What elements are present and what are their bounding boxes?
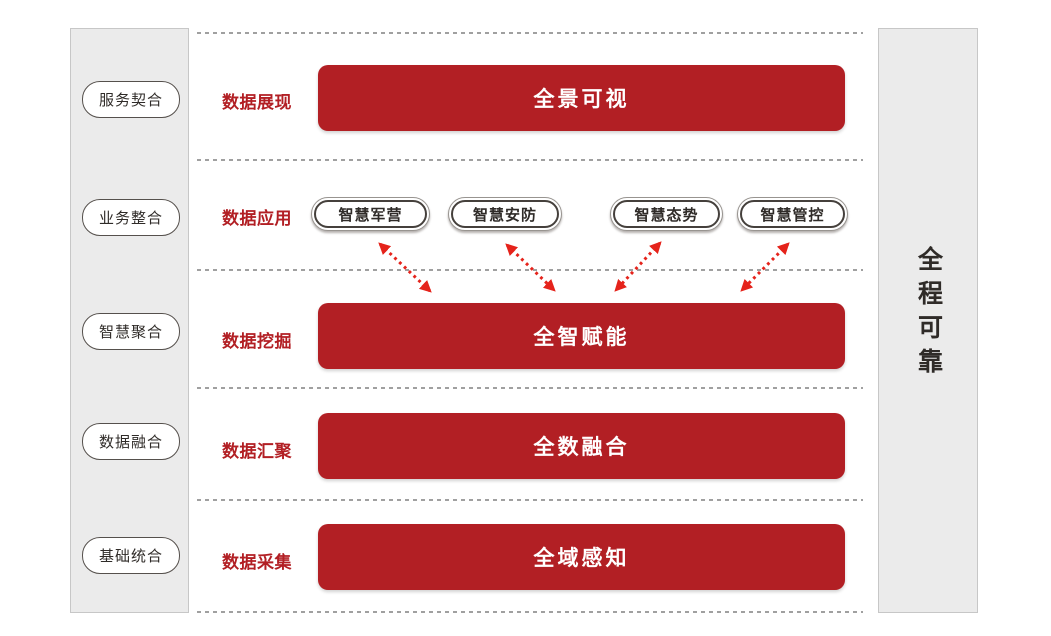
- layer-bar-panoramic-visualization: 全景可视: [318, 65, 845, 131]
- row-separator: [197, 159, 863, 161]
- capability-pill-smart-aggregation: 智慧聚合: [82, 313, 180, 350]
- app-chip-label: 智慧安防: [451, 200, 559, 228]
- capability-pill-basic-unification: 基础统合: [82, 537, 180, 574]
- flow-arrow: [505, 243, 556, 292]
- capability-pill-label: 服务契合: [98, 92, 163, 109]
- right-reliability-panel: 全程可靠: [878, 28, 978, 613]
- row-separator: [197, 387, 863, 389]
- app-chip-smart-military-camp: 智慧军营: [311, 197, 430, 231]
- row-separator: [197, 269, 863, 271]
- capability-pill-data-fusion: 数据融合: [82, 423, 180, 460]
- layer-bar-full-intelligence-empowerment: 全智赋能: [318, 303, 845, 369]
- row-label-data-aggregation: 数据汇聚: [222, 442, 292, 461]
- row-label-data-mining: 数据挖掘: [222, 332, 292, 351]
- app-chip-smart-situation: 智慧态势: [610, 197, 723, 231]
- app-chip-label: 智慧军营: [314, 200, 427, 228]
- row-separator: [197, 32, 863, 34]
- app-chip-smart-security: 智慧安防: [448, 197, 562, 231]
- app-chip-label: 智慧态势: [613, 200, 720, 228]
- flow-arrow: [378, 242, 432, 293]
- flow-arrow: [740, 242, 790, 292]
- app-chip-smart-control: 智慧管控: [737, 197, 848, 231]
- row-label-data-collection: 数据采集: [222, 553, 292, 572]
- row-label-data-presentation: 数据展现: [222, 93, 292, 112]
- flow-arrow: [614, 241, 662, 292]
- capability-pill-label: 智慧聚合: [98, 324, 163, 341]
- app-chip-label: 智慧管控: [740, 200, 845, 228]
- layer-bar-full-domain-perception: 全域感知: [318, 524, 845, 590]
- capability-pill-business-integration: 业务整合: [82, 199, 180, 236]
- capability-pill-label: 数据融合: [98, 434, 163, 451]
- capability-pill-label: 业务整合: [98, 210, 163, 227]
- capability-pill-label: 基础统合: [98, 548, 163, 565]
- row-separator: [197, 611, 863, 613]
- row-label-data-application: 数据应用: [222, 209, 292, 228]
- row-separator: [197, 499, 863, 501]
- left-capability-panel: 服务契合 业务整合 智慧聚合 数据融合 基础统合: [70, 28, 189, 613]
- vertical-reliability-label: 全程可靠: [914, 245, 943, 382]
- capability-pill-service-fit: 服务契合: [82, 81, 180, 118]
- layer-bar-full-data-fusion: 全数融合: [318, 413, 845, 479]
